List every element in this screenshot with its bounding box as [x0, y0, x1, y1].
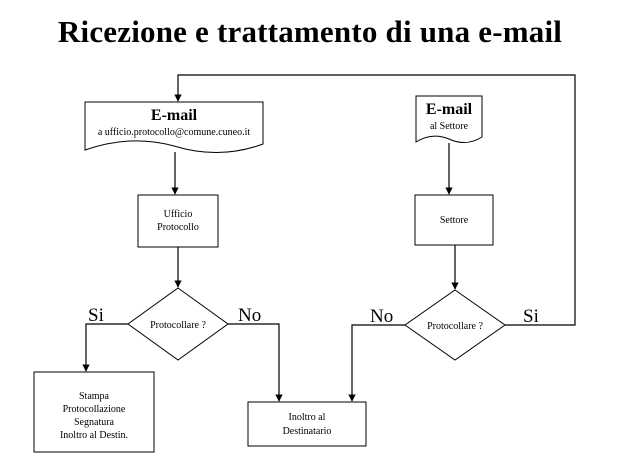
edge-right-no — [348, 324, 405, 402]
stampa-line2: Protocollazione — [63, 404, 126, 415]
edge-left-no — [228, 323, 283, 402]
branch-right-yes: Si — [523, 306, 539, 327]
decision-right-label: Protocollare ? — [427, 321, 483, 332]
node-stampa: Stampa Protocollazione Segnatura Inoltro… — [33, 371, 155, 453]
decision-left-label: Protocollare ? — [150, 320, 206, 331]
edge-right-yes-loop — [174, 74, 576, 326]
inoltro-line2: Destinatario — [283, 426, 332, 437]
stampa-line4: Inoltro al Destin. — [60, 430, 128, 441]
connectors — [82, 74, 576, 402]
branch-left-yes: Si — [88, 305, 104, 326]
stampa-line3: Segnatura — [74, 417, 115, 428]
email-protocollo-heading: E-mail — [151, 107, 198, 124]
email-settore-heading: E-mail — [426, 101, 473, 118]
node-settore: Settore — [414, 194, 494, 246]
settore-label: Settore — [440, 215, 469, 226]
node-ufficio-protocollo: Ufficio Protocollo — [137, 194, 219, 248]
stampa-line1: Stampa — [79, 391, 110, 402]
branch-left-no: No — [238, 305, 261, 326]
inoltro-line1: Inoltro al — [289, 412, 326, 423]
diagram-title: Ricezione e trattamento di una e-mail — [57, 14, 563, 49]
edge-left-yes — [82, 323, 128, 372]
ufficio-protocollo-line1: Ufficio — [164, 209, 193, 220]
node-decision-left: Protocollare ? — [127, 287, 229, 361]
ufficio-protocollo-line2: Protocollo — [157, 222, 199, 233]
email-protocollo-address: a ufficio.protocollo@comune.cuneo.it — [98, 127, 251, 138]
email-settore-line: al Settore — [430, 121, 469, 132]
node-email-protocollo: E-mail a ufficio.protocollo@comune.cuneo… — [84, 101, 264, 153]
branch-right-no: No — [370, 306, 393, 327]
node-decision-right: Protocollare ? — [404, 289, 506, 361]
node-email-settore: E-mail al Settore — [415, 95, 483, 143]
node-inoltro: Inoltro al Destinatario — [247, 401, 367, 447]
